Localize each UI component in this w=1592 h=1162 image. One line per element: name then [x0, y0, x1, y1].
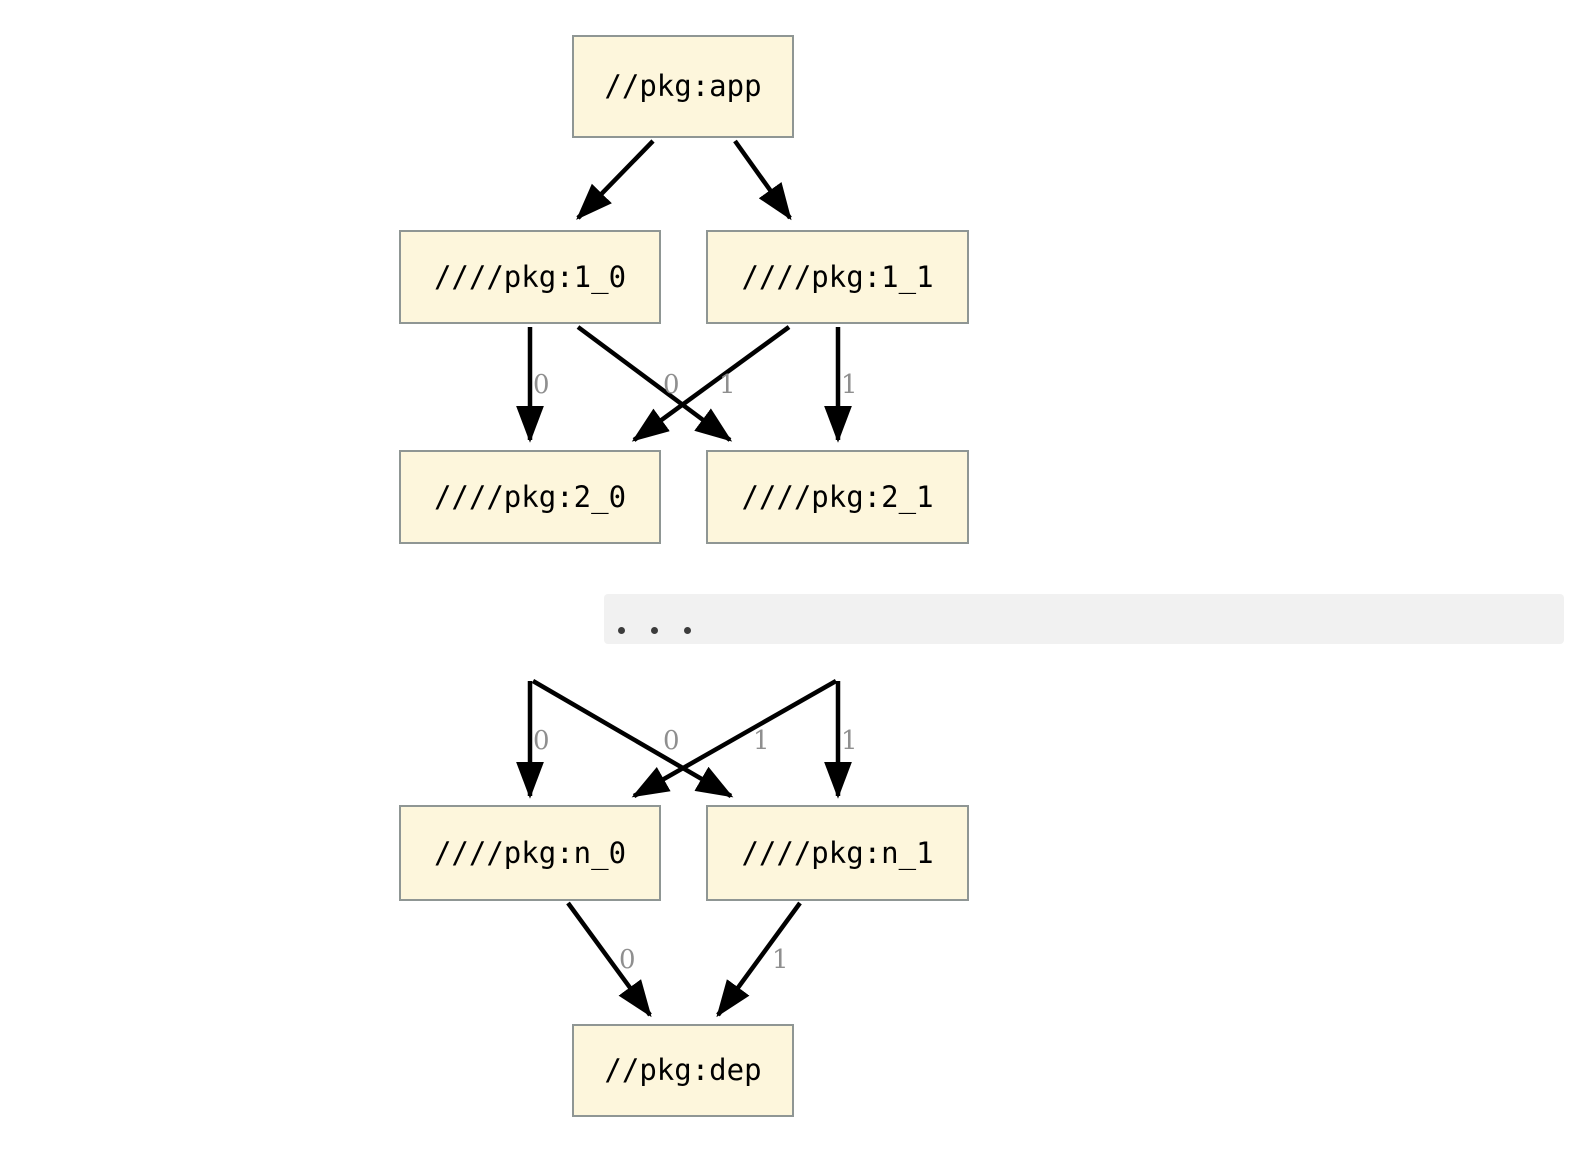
edge-1_1-to-2_0: [631, 325, 791, 442]
node-pkg-1-1[interactable]: ////pkg:1_1: [706, 230, 969, 324]
node-label: ////pkg:n_0: [433, 835, 627, 870]
node-label: ////pkg:n_1: [741, 835, 934, 870]
node-pkg-2-0[interactable]: ////pkg:2_0: [399, 450, 661, 544]
edge-label-n_0-dep: 0: [619, 945, 636, 975]
edge-label-1_1-2_0: 1: [719, 370, 736, 400]
node-pkg-2-1[interactable]: ////pkg:2_1: [706, 450, 969, 544]
edge-label-1_0-2_0: 0: [533, 370, 550, 400]
edge-n_0-to-dep: [566, 901, 652, 1018]
edge-1_0-to-2_1: [576, 325, 733, 442]
edge-label-elided-n_1-second: 1: [841, 726, 858, 756]
node-pkg-n-0[interactable]: ////pkg:n_0: [399, 805, 661, 901]
edge-app-to-1_0: [576, 139, 655, 220]
node-label: ////pkg:1_1: [741, 259, 934, 294]
node-label: ////pkg:2_1: [741, 479, 934, 514]
node-label: ////pkg:1_0: [433, 259, 627, 294]
node-label: //pkg:app: [604, 69, 762, 103]
node-label: ////pkg:2_0: [433, 479, 627, 514]
node-pkg-1-0[interactable]: ////pkg:1_0: [399, 230, 661, 324]
node-label: //pkg:dep: [604, 1053, 762, 1087]
node-pkg-dep[interactable]: //pkg:dep: [572, 1024, 794, 1117]
edge-elided-to-n_1: [531, 679, 734, 798]
edge-label-elided-n_1: 0: [663, 726, 680, 756]
edge-label-1_0-2_1: 0: [663, 370, 680, 400]
node-pkg-n-1[interactable]: ////pkg:n_1: [706, 805, 969, 901]
node-pkg-app[interactable]: //pkg:app: [572, 35, 794, 138]
edge-app-to-1_1: [733, 139, 792, 221]
edge-label-n_1-dep: 1: [772, 945, 789, 975]
elided-section-separator: [604, 594, 1564, 644]
edge-label-elided-n_0-second: 1: [753, 726, 770, 756]
edge-label-elided-n_0: 0: [533, 726, 550, 756]
ellipsis-dot: [651, 627, 658, 634]
edge-label-1_1-2_1: 1: [841, 370, 858, 400]
edge-n_1-to-dep: [716, 901, 802, 1018]
ellipsis-dot: [684, 627, 691, 634]
ellipsis-dots: [604, 627, 691, 644]
ellipsis-dot: [618, 627, 625, 634]
edge-elided-to-n_0-second: [631, 679, 838, 798]
